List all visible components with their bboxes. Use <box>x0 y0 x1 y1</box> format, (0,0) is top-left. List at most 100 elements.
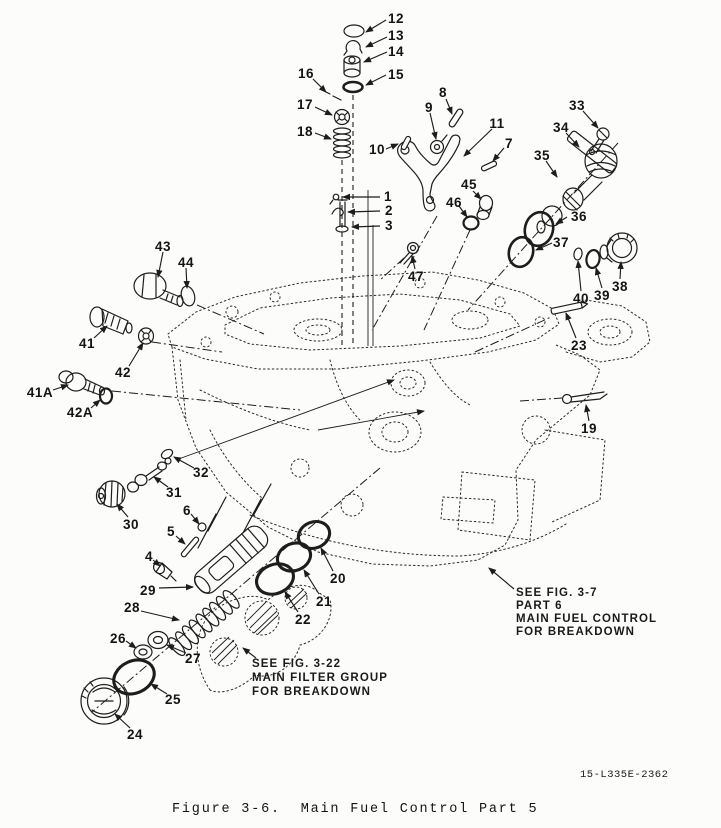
part-29-sleeve <box>193 525 269 594</box>
callout-2: 2 <box>385 203 393 218</box>
part-1-screw <box>329 193 340 205</box>
callout-13: 13 <box>388 28 404 43</box>
part-38-plug <box>599 232 638 264</box>
callout-7: 7 <box>505 136 513 151</box>
callout-32: 32 <box>193 465 209 480</box>
part-40-ring <box>573 247 583 261</box>
part-13-clip <box>343 40 363 56</box>
callout-17: 17 <box>297 97 313 112</box>
note-see-fig-3-22: SEE FIG. 3-22 MAIN FILTER GROUP FOR BREA… <box>252 658 388 698</box>
callout-40: 40 <box>573 291 589 306</box>
part-32-washer <box>160 448 174 460</box>
part-19-cotter-pin <box>561 391 608 405</box>
callout-41: 41 <box>79 336 95 351</box>
part-45-fitting <box>476 194 494 221</box>
callout-44: 44 <box>178 255 194 270</box>
note-fig37-line3: MAIN FUEL CONTROL <box>516 613 657 625</box>
exploded-parts <box>58 24 638 725</box>
callout-43: 43 <box>155 239 171 254</box>
callout-35: 35 <box>534 148 550 163</box>
part-14-plunger <box>343 55 361 78</box>
callout-30: 30 <box>123 517 139 532</box>
part-2-clip <box>331 207 344 217</box>
figure-caption: Figure 3-6. Main Fuel Control Part 5 <box>172 802 538 817</box>
part-20-oring <box>296 519 332 551</box>
part-6-ring <box>197 522 207 532</box>
part-25-oring <box>112 658 156 696</box>
callout-9: 9 <box>425 100 433 115</box>
part-26-washer <box>133 644 153 660</box>
part-7-pin <box>480 160 498 172</box>
part-22-oring <box>255 562 295 596</box>
fuel-control-housing <box>167 271 651 567</box>
callout-3: 3 <box>385 218 393 233</box>
callout-10: 10 <box>369 142 385 157</box>
part-9-eyelet <box>429 134 448 155</box>
callout-29: 29 <box>140 583 156 598</box>
callout-21: 21 <box>316 594 332 609</box>
part-27-washer <box>147 630 169 650</box>
note-fig322-line1: SEE FIG. 3-22 <box>252 658 341 670</box>
note-fig37-line4: FOR BREAKDOWN <box>516 626 635 638</box>
callout-11: 11 <box>489 116 504 131</box>
note-see-fig-3-7: SEE FIG. 3-7 PART 6 MAIN FUEL CONTROL FO… <box>516 587 657 638</box>
part-21-oring <box>275 541 313 573</box>
part-15-washer <box>342 80 364 94</box>
part-33-screw <box>590 127 610 154</box>
callout-42: 42 <box>115 365 131 380</box>
part-42-washer <box>137 327 155 345</box>
part-28-spring <box>168 589 240 657</box>
part-12-ring <box>343 24 365 38</box>
centerlines <box>91 95 619 713</box>
callout-36: 36 <box>571 209 587 224</box>
callout-15: 15 <box>388 67 404 82</box>
part-23-pin <box>550 301 589 315</box>
doc-number: 15-L335E-2362 <box>580 769 668 781</box>
part-24-cap <box>80 677 130 725</box>
callout-26: 26 <box>110 631 126 646</box>
callout-16: 16 <box>298 66 314 81</box>
callout-47: 47 <box>408 269 424 284</box>
callout-27: 27 <box>185 651 201 666</box>
part-34-plate <box>566 130 618 174</box>
part-46-ring <box>462 215 480 231</box>
leader-lines <box>52 19 624 729</box>
part-47-bolt <box>399 241 420 265</box>
part-17-retainer <box>333 108 351 126</box>
callout-labels: 12 13 14 15 16 17 18 8 9 10 11 7 33 34 3… <box>27 11 628 742</box>
callout-12: 12 <box>388 11 404 26</box>
part-18-spring <box>332 127 352 159</box>
callout-38: 38 <box>612 279 628 294</box>
part-42a-oring <box>98 387 114 405</box>
part-44-oring <box>180 285 196 307</box>
part-36-oring <box>523 210 555 248</box>
callout-22: 22 <box>295 612 311 627</box>
callout-45: 45 <box>461 177 477 192</box>
part-4-poppet <box>152 561 177 582</box>
callout-18: 18 <box>297 124 313 139</box>
note-fig322-line3: FOR BREAKDOWN <box>252 686 371 698</box>
callout-34: 34 <box>553 120 569 135</box>
callout-39: 39 <box>594 288 610 303</box>
callout-41a: 41A <box>27 385 53 400</box>
callout-28: 28 <box>124 600 140 615</box>
callout-46: 46 <box>446 195 462 210</box>
callout-8: 8 <box>439 85 447 100</box>
callout-4: 4 <box>145 549 153 564</box>
callout-6: 6 <box>183 503 191 518</box>
part-37-oring <box>507 235 535 269</box>
callout-5: 5 <box>167 524 175 539</box>
callout-19: 19 <box>581 421 597 436</box>
callout-1: 1 <box>384 189 392 204</box>
callout-25: 25 <box>165 692 181 707</box>
note-fig37-line1: SEE FIG. 3-7 <box>516 587 598 599</box>
callout-37: 37 <box>553 235 569 250</box>
part-41-fitting <box>89 306 133 335</box>
part-8-pin <box>448 108 464 128</box>
callout-31: 31 <box>166 485 182 500</box>
note-fig322-line2: MAIN FILTER GROUP <box>252 672 388 684</box>
part-41a-bolt <box>58 370 106 396</box>
callout-20: 20 <box>330 571 346 586</box>
